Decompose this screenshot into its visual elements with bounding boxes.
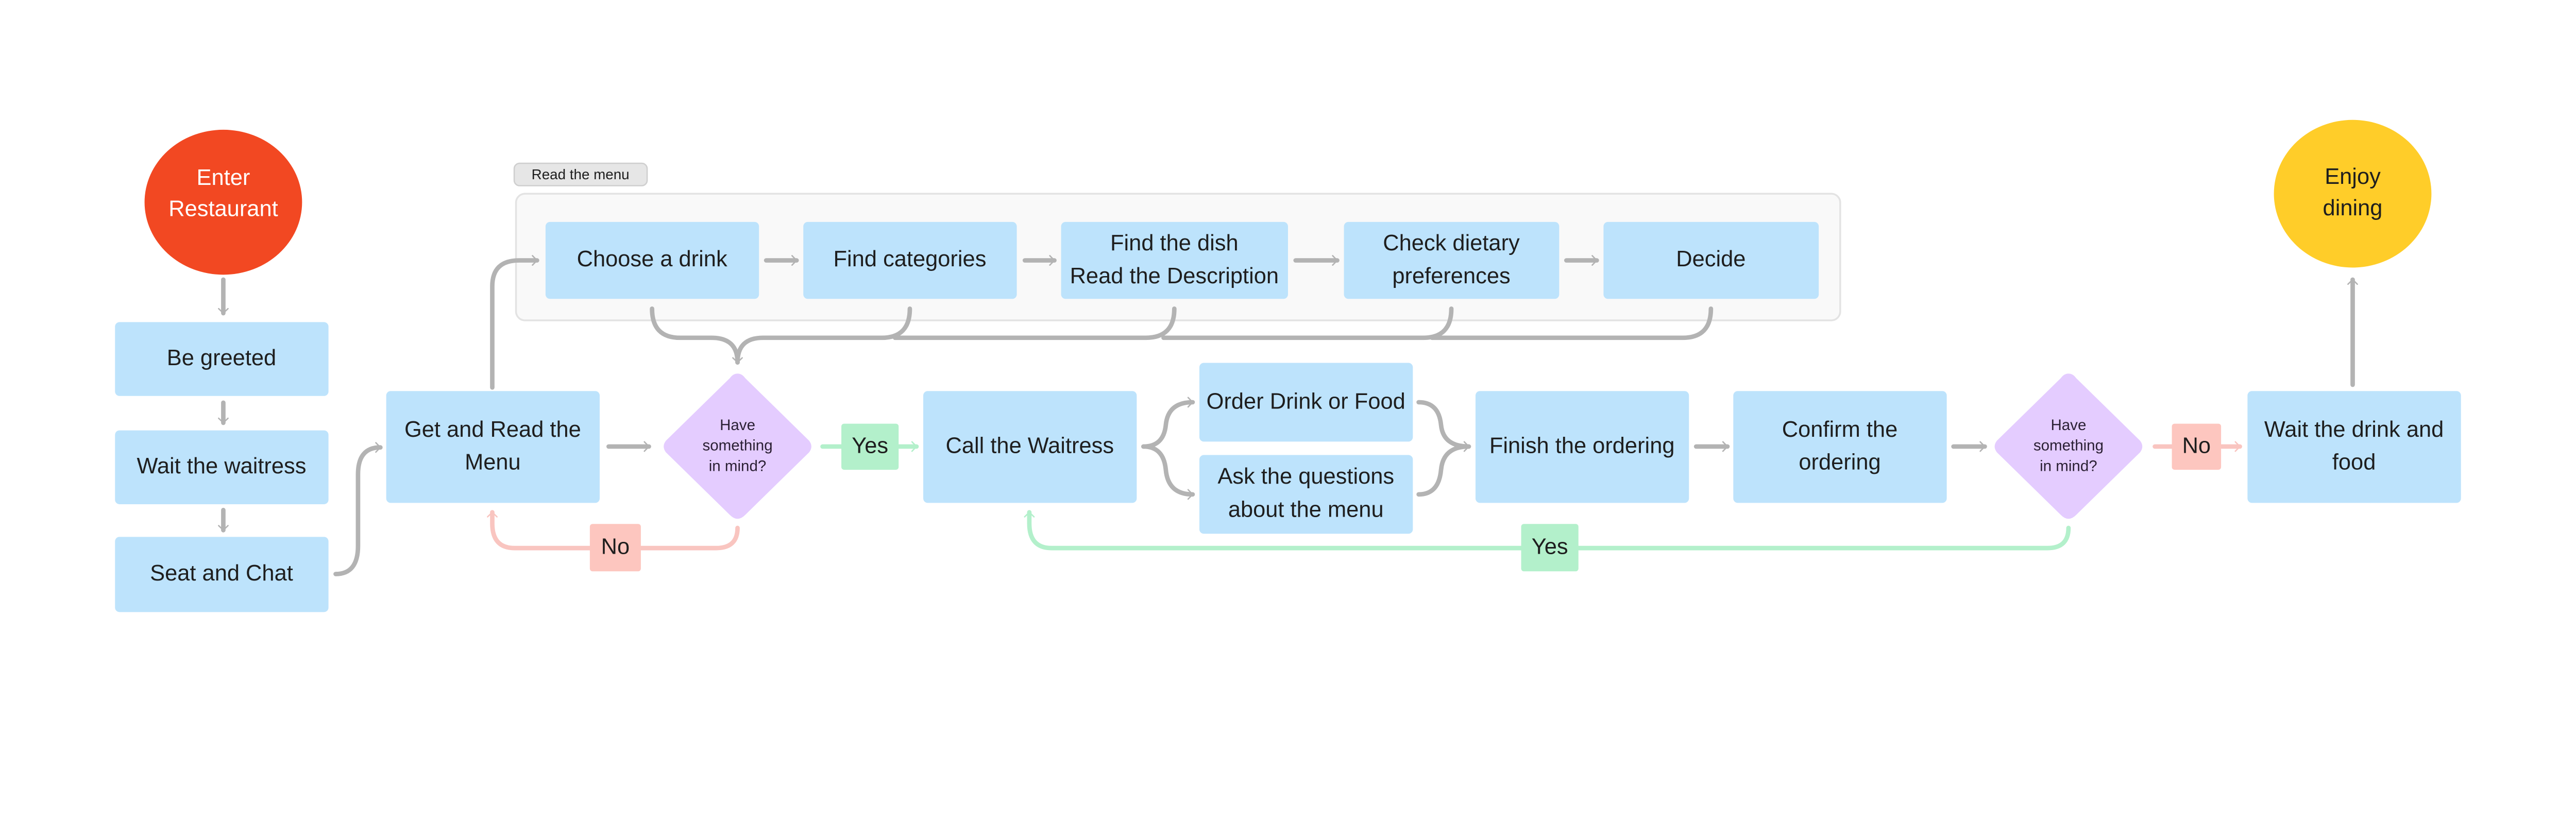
- end-line2: dining: [2323, 196, 2383, 220]
- step-label-line2: preferences: [1392, 264, 1510, 288]
- step-label: Find categories: [834, 247, 987, 271]
- group-label-tag: [513, 162, 648, 186]
- branch-no-1[interactable]: No: [589, 524, 641, 572]
- step-find-categories[interactable]: Find categories: [803, 221, 1017, 299]
- step-label: Be greeted: [167, 346, 276, 370]
- step-order-drink-or-food[interactable]: Order Drink or Food: [1199, 363, 1413, 442]
- step-confirm-the-ordering[interactable]: Confirm the ordering: [1733, 391, 1947, 503]
- step-label-line2: Read the Description: [1070, 264, 1279, 288]
- branch-label: No: [2182, 433, 2211, 458]
- merge-from-dish: [892, 306, 1177, 340]
- step-label: Seat and Chat: [150, 561, 293, 586]
- arrow-menu-to-choose-drink: [490, 255, 539, 390]
- branch-yes-1[interactable]: Yes: [841, 423, 899, 470]
- connectors: [218, 255, 2358, 576]
- step-choose-a-drink[interactable]: Choose a drink: [545, 221, 759, 299]
- step-check-dietary-preferences[interactable]: Check dietary preferences: [1344, 221, 1560, 299]
- step-label: Order Drink or Food: [1207, 389, 1405, 414]
- step-label: Decide: [1676, 247, 1745, 271]
- branch-label: No: [601, 535, 630, 559]
- decision-have-something-in-mind-1[interactable]: Have something in mind?: [664, 373, 811, 519]
- step-wait-the-waitress[interactable]: Wait the waitress: [115, 430, 329, 504]
- step-label-line1: Wait the drink and: [2264, 417, 2444, 442]
- merge-from-dietary: [1161, 306, 1454, 340]
- step-label-line1: Find the dish: [1110, 231, 1239, 255]
- step-label-line2: Menu: [465, 450, 521, 474]
- step-label-line1: Get and Read the: [404, 417, 581, 442]
- arrow-ask-to-finish: [1416, 444, 1471, 497]
- decision-line3: in mind?: [709, 458, 767, 475]
- arrow-decision1-no-loop: [487, 510, 740, 551]
- branch-label: Yes: [1532, 535, 1568, 559]
- decision-line1: Have: [2050, 417, 2086, 434]
- arrow-decision2-yes-loop: [1024, 510, 2071, 551]
- decision-line2: something: [2033, 437, 2104, 454]
- step-get-and-read-menu[interactable]: Get and Read the Menu: [386, 391, 600, 503]
- step-label-line2: about the menu: [1228, 497, 1384, 522]
- canvas: Read the menu Enter Restaurant: [115, 119, 2461, 612]
- start-node-enter-restaurant[interactable]: Enter Restaurant: [144, 129, 302, 275]
- start-line1: Enter: [197, 165, 250, 190]
- step-wait-the-drink-and-food[interactable]: Wait the drink and food: [2247, 391, 2461, 503]
- step-be-greeted[interactable]: Be greeted: [115, 322, 329, 396]
- step-ask-questions-about-menu[interactable]: Ask the questions about the menu: [1199, 455, 1413, 534]
- decision-line1: Have: [720, 417, 755, 434]
- group-label: Read the menu: [532, 166, 630, 182]
- end-node-enjoy-dining[interactable]: Enjoy dining: [2274, 119, 2432, 268]
- merge-from-choose-drink: [650, 306, 743, 365]
- step-label-line1: Ask the questions: [1217, 464, 1394, 489]
- step-call-the-waitress[interactable]: Call the Waitress: [923, 391, 1137, 503]
- arrow-seat-to-menu: [333, 442, 383, 576]
- step-label-line2: ordering: [1799, 450, 1880, 474]
- merge-from-decide: [1430, 306, 1714, 340]
- branch-yes-2[interactable]: Yes: [1521, 524, 1579, 572]
- decision-line3: in mind?: [2040, 458, 2097, 475]
- start-line2: Restaurant: [168, 197, 278, 221]
- step-label: Call the Waitress: [945, 433, 1114, 458]
- decision-line2: something: [702, 437, 772, 454]
- step-decide[interactable]: Decide: [1603, 221, 1819, 299]
- step-label: Choose a drink: [577, 247, 727, 271]
- merge-from-categories: [735, 306, 912, 365]
- arrow-call-to-ask: [1141, 444, 1195, 500]
- step-label: Wait the waitress: [137, 454, 306, 478]
- step-find-the-dish[interactable]: Find the dish Read the Description: [1061, 221, 1288, 299]
- flowchart: Read the menu Enter Restaurant: [115, 119, 2461, 612]
- step-label: Finish the ordering: [1489, 433, 1675, 458]
- step-label-line2: food: [2332, 450, 2376, 474]
- branch-label: Yes: [852, 433, 888, 458]
- decision-have-something-in-mind-2[interactable]: Have something in mind?: [1994, 373, 2143, 519]
- branch-no-2[interactable]: No: [2172, 423, 2222, 470]
- step-seat-and-chat[interactable]: Seat and Chat: [115, 537, 329, 612]
- step-label-line1: Check dietary: [1383, 231, 1520, 255]
- end-line1: Enjoy: [2325, 164, 2381, 189]
- arrow-call-to-order: [1141, 397, 1195, 449]
- arrow-order-to-finish: [1416, 400, 1471, 452]
- step-finish-the-ordering[interactable]: Finish the ordering: [1475, 391, 1689, 503]
- step-label-line1: Confirm the: [1782, 417, 1897, 442]
